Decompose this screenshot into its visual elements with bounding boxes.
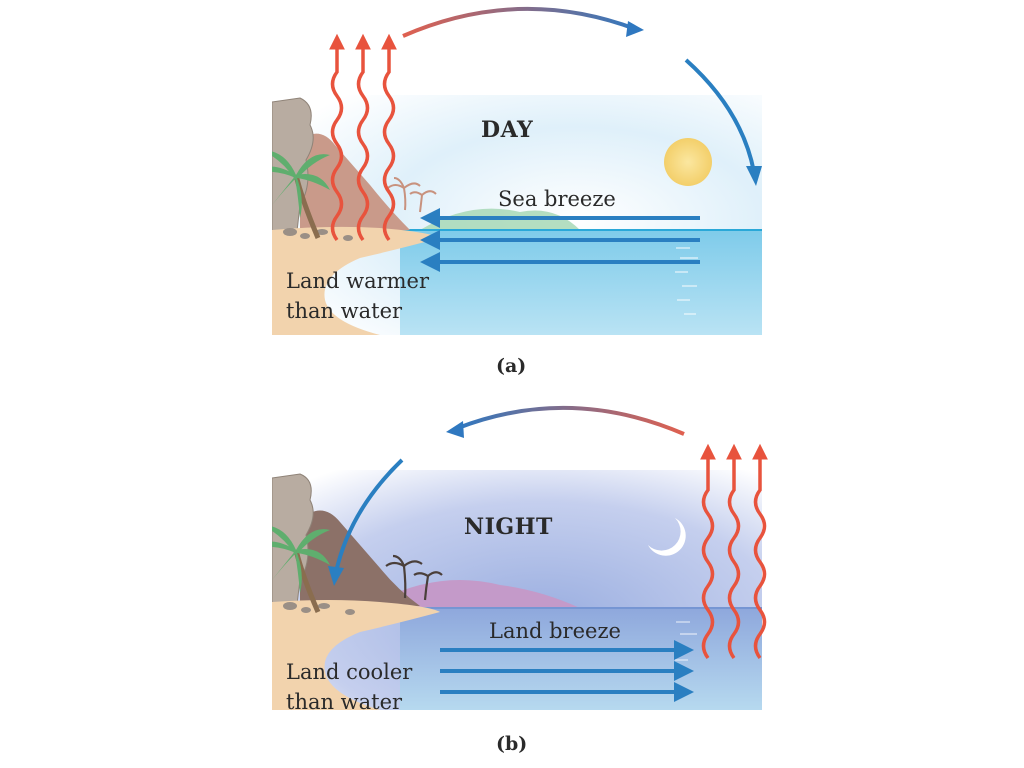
upper-circulation-arrow	[402, 7, 639, 38]
day-title: DAY	[481, 117, 534, 143]
land-breeze-arrows	[440, 640, 694, 702]
beach-rocks	[283, 602, 355, 615]
descending-air-arrow	[334, 458, 404, 573]
arrowhead-icon	[328, 566, 344, 586]
day-panel	[272, 7, 762, 335]
heat-arrow	[726, 443, 742, 660]
caption-a: (a)	[496, 355, 527, 377]
heat-arrow	[700, 443, 716, 660]
night-condition-line2: than water	[286, 690, 403, 714]
sea-breeze-arrows	[420, 208, 700, 272]
night-title: NIGHT	[464, 514, 553, 540]
descending-air-arrow	[684, 58, 756, 173]
rising-heat-arrows	[329, 33, 397, 242]
palm-tree-icon	[272, 526, 330, 613]
heat-arrow	[329, 33, 345, 242]
distant-hills	[380, 580, 580, 610]
arrowhead-icon	[626, 21, 644, 37]
heat-arrow	[381, 33, 397, 242]
land-breeze-label: Land breeze	[489, 619, 621, 643]
palm-tree-icon	[272, 151, 330, 239]
water-glitter	[675, 247, 698, 315]
beach-rocks	[283, 228, 353, 241]
moon-icon	[648, 518, 686, 556]
water-glitter	[675, 621, 697, 661]
night-condition-line1: Land cooler	[286, 660, 413, 684]
day-condition-line2: than water	[286, 299, 403, 323]
day-water	[400, 229, 762, 335]
sun-icon	[664, 138, 712, 186]
heat-arrow	[355, 33, 371, 242]
heat-arrow	[752, 443, 768, 660]
mountain	[300, 133, 410, 235]
arrowhead-icon	[446, 421, 464, 438]
beach	[272, 600, 440, 710]
rising-heat-arrows	[700, 443, 768, 660]
arrowhead-icon	[746, 166, 762, 186]
distant-palms-icon	[385, 554, 443, 601]
upper-circulation-arrow	[457, 405, 685, 436]
night-panel	[272, 405, 768, 710]
beach	[272, 226, 440, 335]
day-condition-line1: Land warmer	[286, 269, 430, 293]
mountain	[300, 510, 420, 610]
caption-b: (b)	[496, 733, 528, 755]
sea-breeze-label: Sea breeze	[498, 187, 616, 211]
